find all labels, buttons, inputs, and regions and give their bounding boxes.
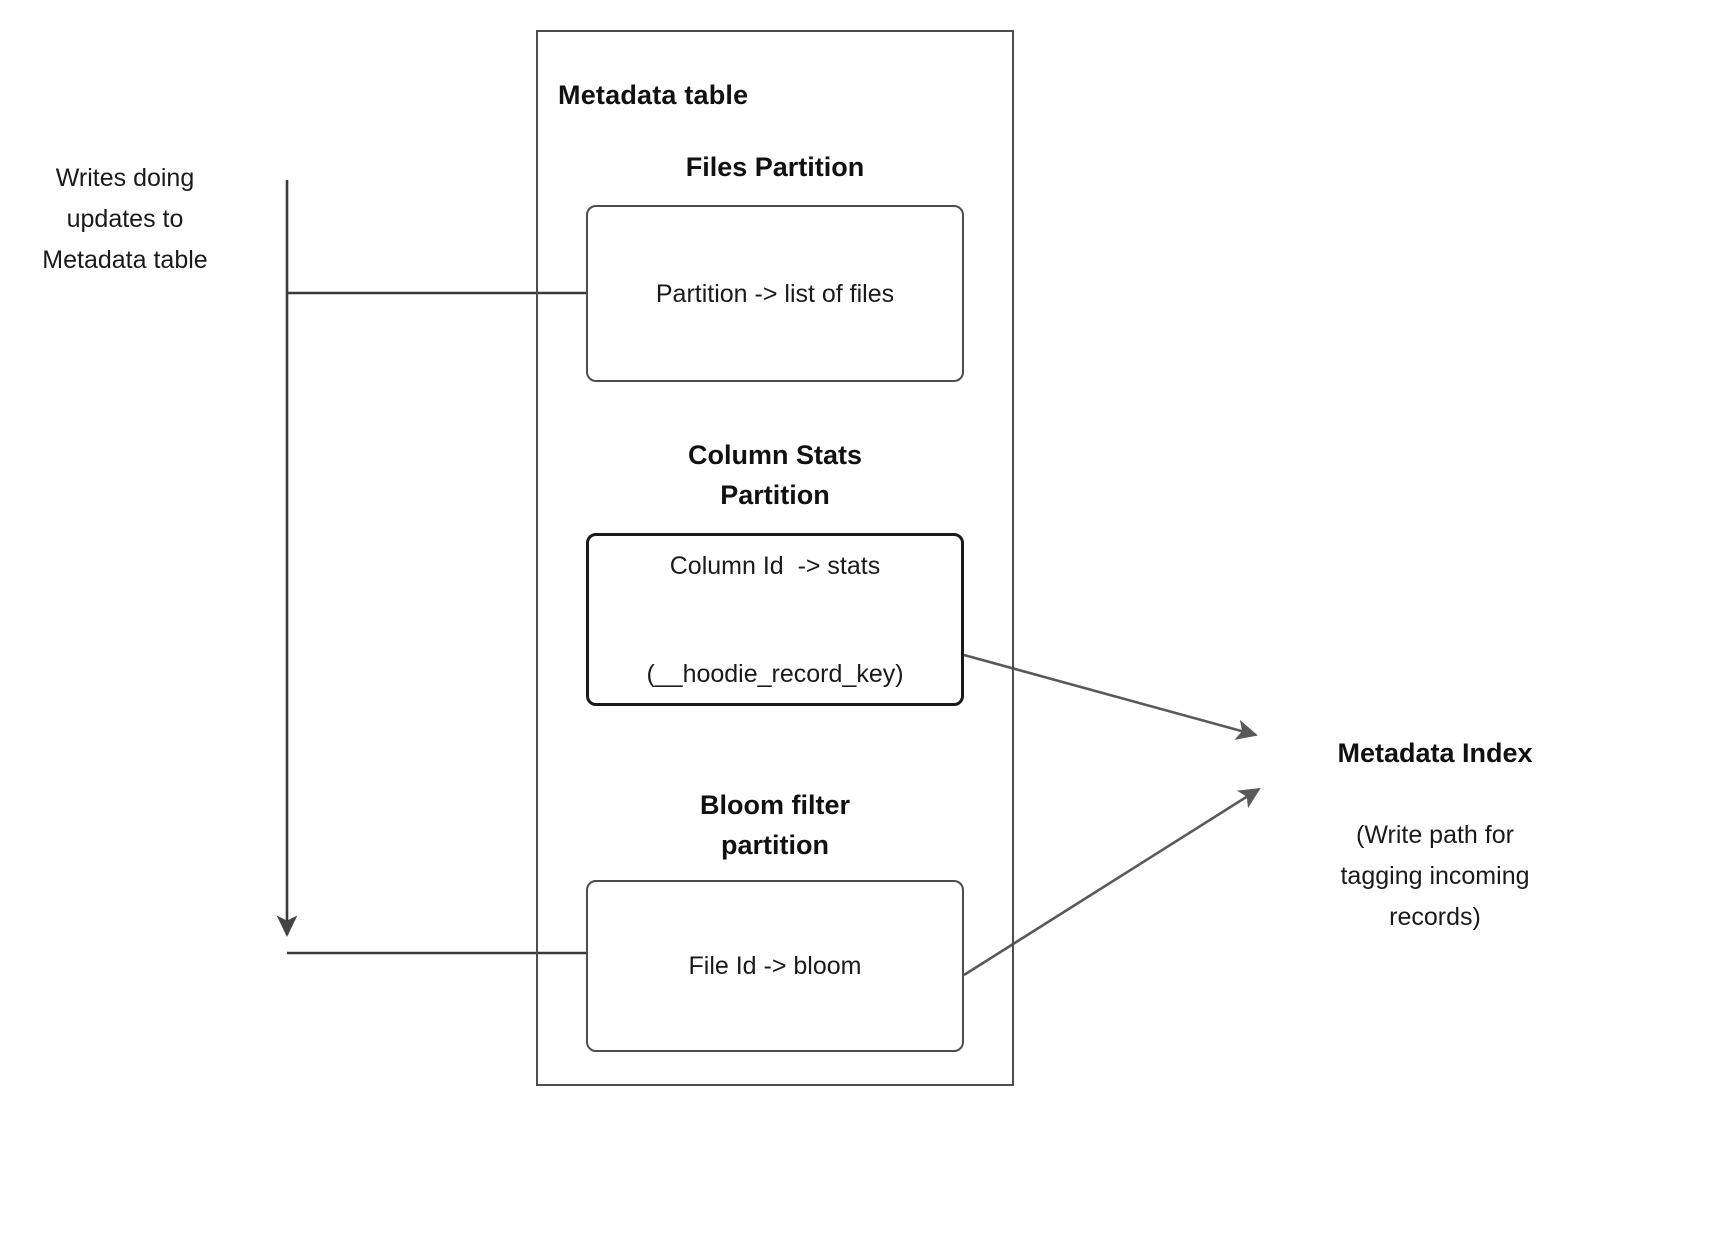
bloom-filter-partition-box: File Id -> bloom [586,880,964,1052]
column-stats-partition-heading-line-1: Column Stats [687,440,862,470]
column-stats-partition-heading: Column Stats Partition [585,435,965,515]
metadata-index-subtitle: (Write path for tagging incoming records… [1292,815,1578,938]
writes-annotation-line-2: updates to [66,205,184,233]
files-partition-heading: Files Partition [585,147,965,187]
bloom-filter-partition-box-line-1: File Id -> bloom [688,952,862,980]
column-stats-partition-heading-line-2: Partition [720,480,830,510]
writes-annotation-line-1: Writes doing [55,164,195,192]
writes-annotation: Writes doing updates to Metadata table [10,158,240,281]
metadata-index-title: Metadata Index [1337,738,1533,768]
column-stats-partition-box: Column Id -> stats (__hoodie_record_key) [586,533,964,706]
metadata-index-subtitle-line-1: (Write path for [1356,821,1514,849]
writes-annotation-line-3: Metadata table [42,246,208,274]
column-stats-partition-box-line-1: Column Id -> stats [669,551,881,580]
column-stats-partition-box-line-2: (__hoodie_record_key) [646,659,904,688]
files-partition-heading-line-1: Files Partition [685,152,865,182]
files-partition-box-text: Partition -> list of files [656,204,894,384]
files-partition-box-line-1: Partition -> list of files [655,279,895,308]
metadata-table-label: Metadata table [558,80,749,110]
metadata-table-container [536,30,1014,1086]
bloom-filter-partition-heading: Bloom filter partition [585,785,965,865]
files-partition-box: Partition -> list of files [586,205,964,382]
column-stats-partition-box-text: Column Id -> stats (__hoodie_record_key) [646,476,903,764]
bloom-filter-partition-box-text: File Id -> bloom [689,876,862,1056]
metadata-index-subtitle-line-2: tagging incoming [1340,862,1530,890]
bloom-filter-partition-heading-line-1: Bloom filter [699,790,850,820]
bloom-filter-partition-heading-line-2: partition [721,830,829,860]
metadata-index-subtitle-line-3: records) [1389,903,1481,931]
